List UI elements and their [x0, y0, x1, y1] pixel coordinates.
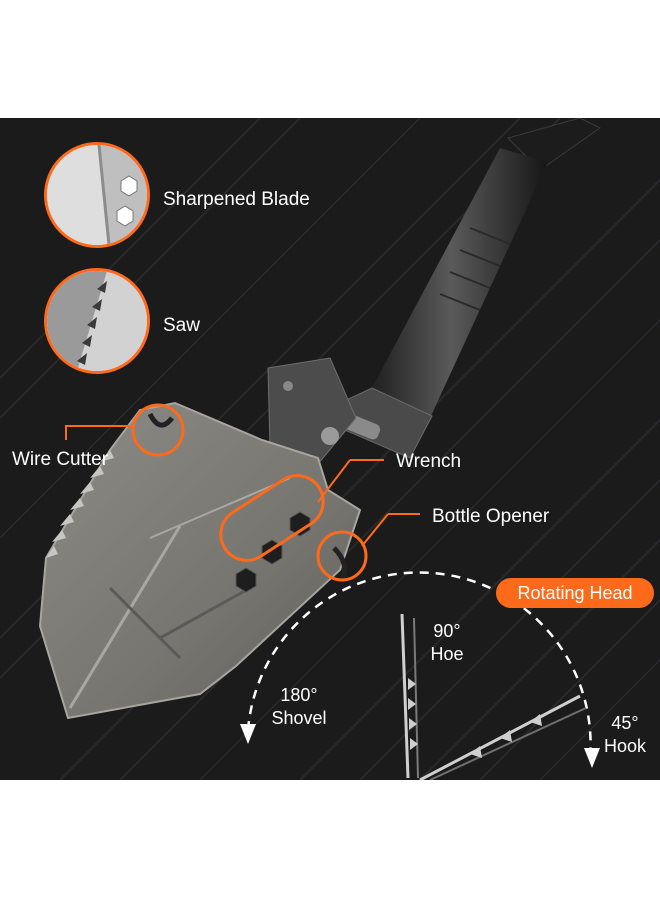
sharpened-blade-zoom: [44, 142, 150, 248]
head-bracket: [267, 357, 357, 465]
hoe-label: 90° Hoe: [424, 620, 470, 665]
sharpened-blade-label: Sharpened Blade: [163, 189, 310, 210]
hook-label: 45° Hook: [598, 712, 652, 757]
saw-closeup-icon: [47, 271, 147, 371]
hoe-text: Hoe: [430, 643, 464, 664]
hook-position: [419, 694, 587, 780]
hook-text: Hook: [603, 735, 647, 756]
hook-angle: 45°: [611, 713, 639, 733]
rotating-head-badge: Rotating Head: [496, 578, 654, 608]
saw-zoom: [44, 268, 150, 374]
shovel-label: 180° Shovel: [268, 684, 330, 729]
bottle-opener-label: Bottle Opener: [432, 506, 550, 527]
shovel-text: Shovel: [271, 707, 327, 728]
product-photo: Sharpened Blade Saw Wire Cutter Wrench B…: [0, 118, 660, 780]
wire-cutter-label: Wire Cutter: [12, 449, 109, 470]
hoe-angle: 90°: [433, 621, 461, 641]
background-graphic: [0, 118, 660, 780]
leader-lines: [65, 425, 420, 547]
arrow-right-icon: [584, 748, 600, 768]
arrow-left-icon: [240, 724, 256, 744]
hoe-position: [400, 613, 419, 779]
highlight-circles: [131, 403, 368, 582]
rotation-arc: [246, 571, 592, 759]
wrench-label: Wrench: [396, 451, 462, 472]
shovel-angle: 180°: [280, 685, 318, 705]
blade-closeup-icon: [47, 145, 147, 245]
saw-label: Saw: [163, 315, 200, 336]
